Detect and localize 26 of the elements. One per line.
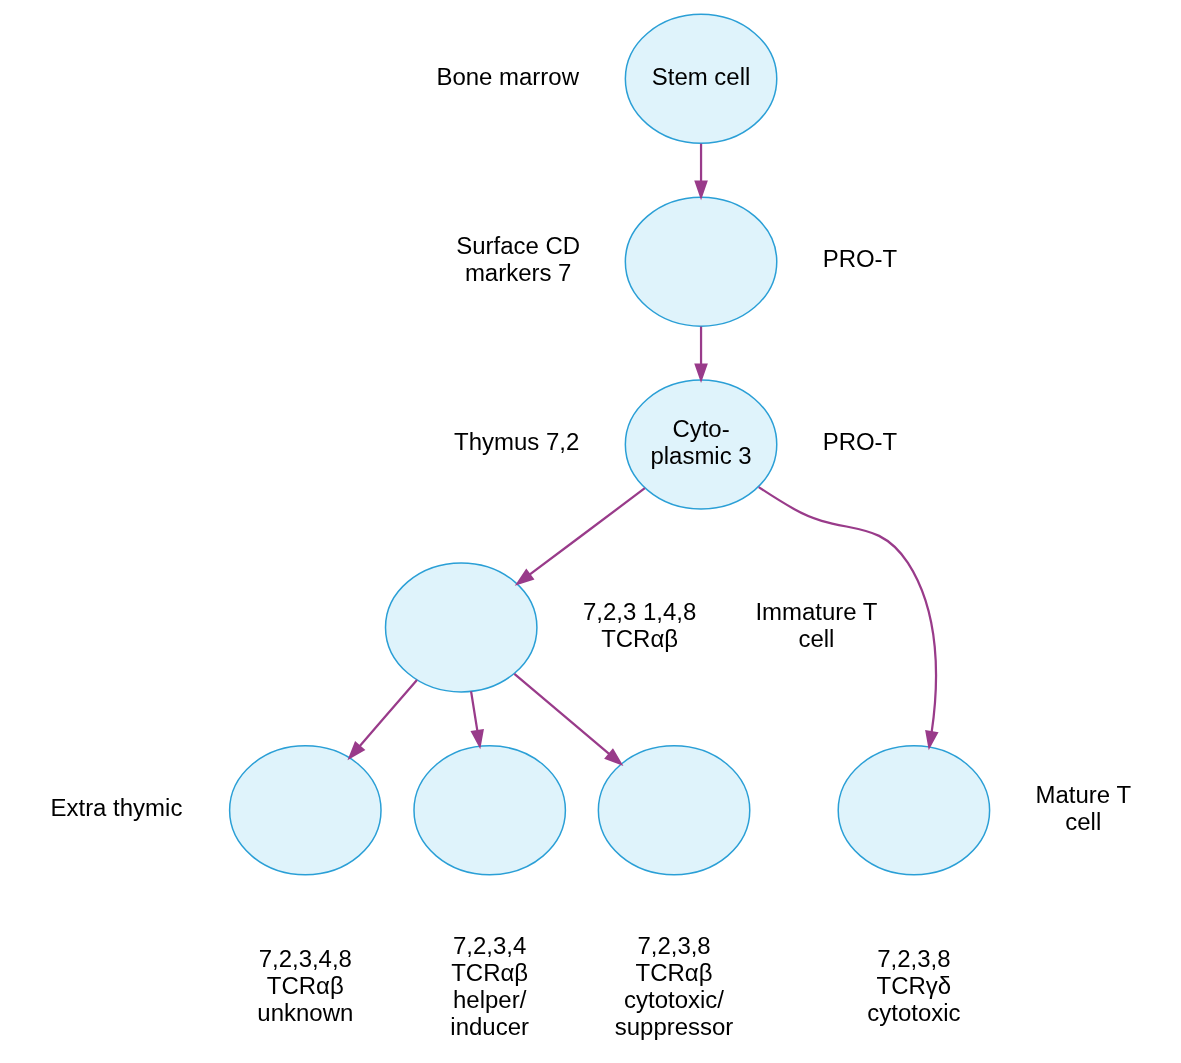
label: Mature T cell	[1035, 780, 1132, 835]
node-label: 7,2,3,4,8 TCRαβ unknown	[257, 945, 354, 1027]
node-circle	[837, 745, 991, 876]
arrow	[514, 487, 646, 586]
node-label: PRO-T	[822, 428, 898, 456]
label: Surface CD markers 7	[456, 231, 581, 286]
arrow	[469, 691, 484, 750]
arrow	[694, 326, 708, 383]
label: Extra thymic	[50, 794, 183, 822]
node-label: 7,2,3,4 TCRαβ helper/ inducer	[450, 931, 530, 1040]
label: Bone marrow	[436, 62, 579, 90]
node-circle	[624, 196, 778, 327]
node-label: PRO-T	[822, 245, 898, 273]
node-label: 7,2,3,8 TCRαβ cytotoxic/ suppressor	[614, 931, 734, 1040]
arrow	[347, 679, 418, 761]
node-circle	[228, 745, 382, 876]
arrow	[694, 143, 708, 201]
label: 7,2,3 1,4,8 TCRαβ	[582, 597, 697, 652]
label: Immature T cell	[755, 597, 878, 652]
node-ellipse: Cyto- plasmic 3	[624, 379, 778, 510]
arrow	[513, 673, 624, 767]
label: Thymus 7,2	[454, 428, 580, 456]
node-label: 7,2,3,8 TCRγδ cytotoxic	[867, 945, 961, 1027]
node-circle	[413, 745, 567, 876]
arrow	[758, 486, 939, 751]
node-ellipse: Stem cell	[624, 13, 778, 144]
